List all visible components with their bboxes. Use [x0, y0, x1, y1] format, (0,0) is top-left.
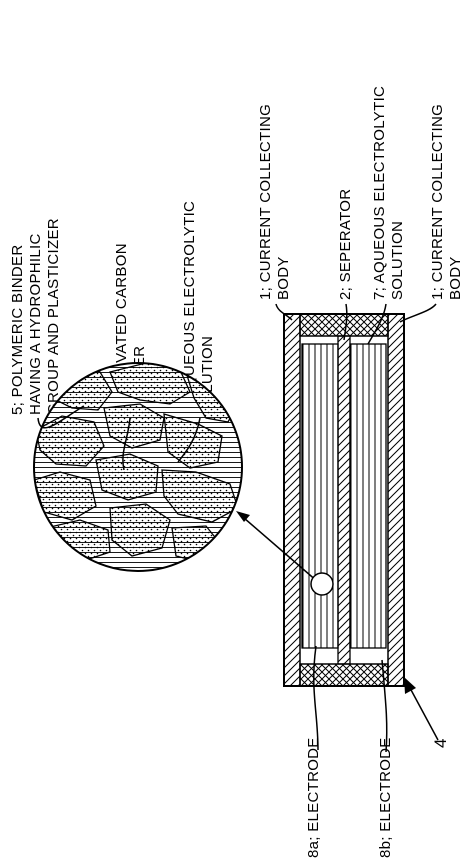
capacitor-cross-section: [283, 313, 405, 687]
label-separator: 2; SEPERATOR: [337, 189, 354, 300]
leader-solution-right: [367, 303, 387, 345]
label-solution-right: 7; AQUEOUS ELECTROLYTIC SOLUTION: [371, 86, 406, 300]
svg-text:BODY: BODY: [447, 256, 464, 300]
svg-text:7; AQUEOUS ELECTROLYTIC: 7; AQUEOUS ELECTROLYTIC: [181, 201, 198, 415]
leader-electrode-8a: [313, 645, 319, 751]
reference-arrow-4: [404, 677, 439, 741]
svg-text:7; AQUEOUS ELECTROLYTIC: 7; AQUEOUS ELECTROLYTIC: [371, 86, 388, 300]
collector-body-top: [283, 313, 301, 687]
svg-text:GROUP AND PLASTICIZER: GROUP AND PLASTICIZER: [45, 218, 62, 415]
label-electrode-8b: 8b; ELECTRODE: [377, 737, 394, 858]
collector-body-bottom: [387, 313, 405, 687]
svg-text:2; SEPERATOR: 2; SEPERATOR: [337, 189, 354, 300]
leader-collector-bottom: [399, 303, 437, 323]
label-collector-bottom: 1; CURRENT COLLECTING BODY: [429, 104, 464, 300]
magnify-spot: [310, 572, 334, 596]
electrode-8a: [301, 343, 339, 649]
svg-text:SOLUTION: SOLUTION: [389, 221, 406, 300]
label-binder: 5; POLYMERIC BINDER HAVING A HYDROPHILIC…: [9, 218, 62, 415]
svg-text:HAVING A HYDROPHILIC: HAVING A HYDROPHILIC: [27, 233, 44, 415]
label-electrode-8a: 8a; ELECTRODE: [305, 737, 322, 858]
leader-carbon: [122, 417, 131, 471]
leader-binder: [37, 405, 85, 429]
svg-text:1; CURRENT COLLECTING: 1; CURRENT COLLECTING: [429, 104, 446, 300]
separator: [337, 335, 351, 665]
label-device-number: 4: [431, 738, 450, 748]
svg-text:BODY: BODY: [275, 256, 292, 300]
magnified-view: [33, 362, 243, 572]
leader-solution-left: [177, 417, 201, 463]
electrode-8b: [349, 343, 387, 649]
svg-text:1; CURRENT COLLECTING: 1; CURRENT COLLECTING: [257, 104, 274, 300]
leader-electrode-8b: [381, 659, 388, 753]
leader-collector-top: [275, 303, 293, 321]
svg-text:5; POLYMERIC BINDER: 5; POLYMERIC BINDER: [9, 245, 26, 415]
label-collector-top: 1; CURRENT COLLECTING BODY: [257, 104, 292, 300]
leader-separator: [343, 303, 348, 341]
